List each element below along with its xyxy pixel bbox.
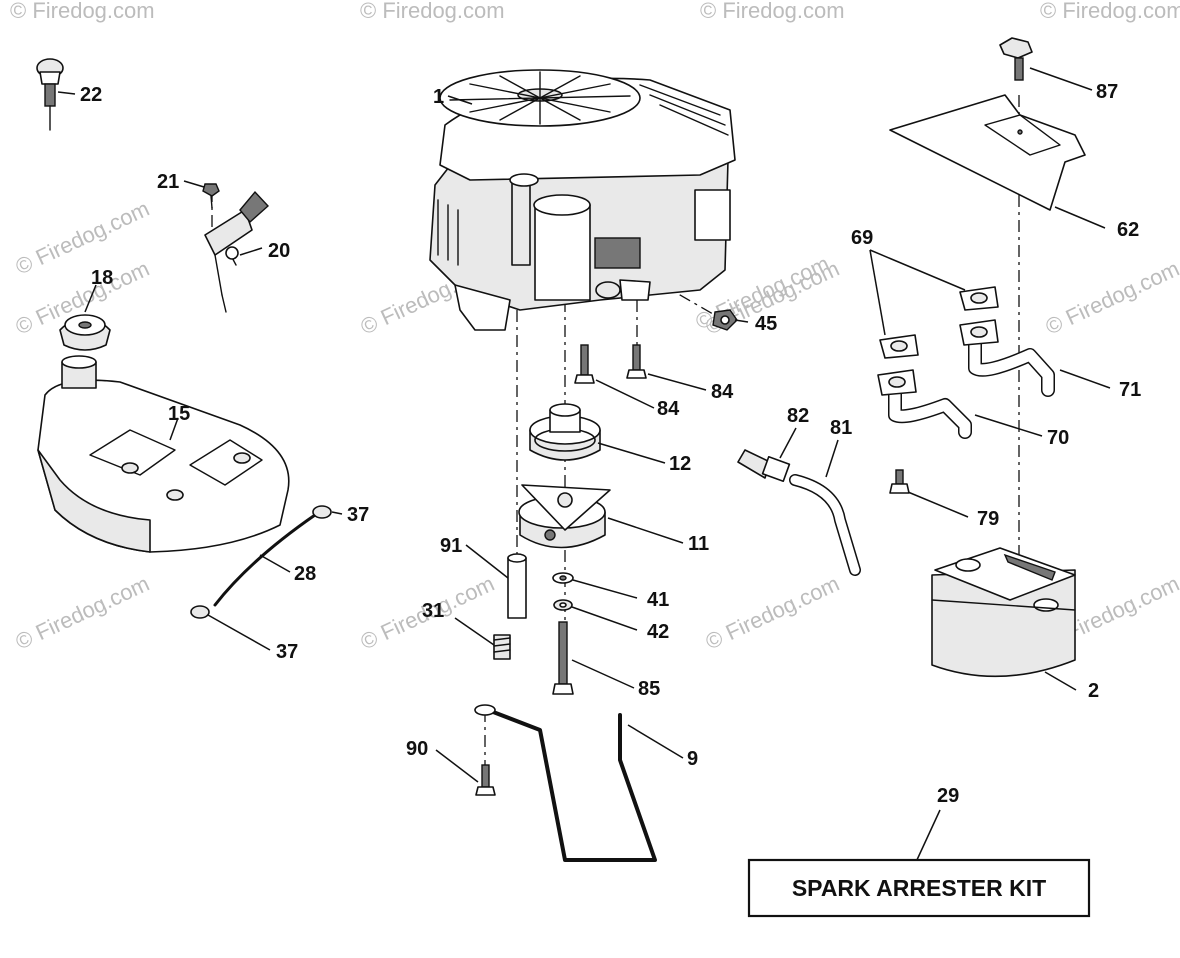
- callout-91: 91: [440, 535, 462, 557]
- part-71-exhaust-pipe: [959, 319, 1055, 397]
- callout-20: 20: [268, 240, 290, 262]
- part-31-spring: [493, 634, 511, 660]
- watermark: © Firedog.com: [700, 0, 845, 23]
- callout-62: 62: [1117, 219, 1139, 241]
- callout-21: 21: [157, 171, 179, 193]
- callout-29: 29: [937, 785, 959, 807]
- part-69-gasket-right: [959, 286, 999, 311]
- part-85-bolt: [552, 621, 574, 695]
- part-22-knob: [36, 58, 64, 131]
- watermark: © Firedog.com: [1040, 0, 1180, 23]
- part-1-engine: [429, 69, 736, 331]
- part-70-exhaust-pipe: [877, 369, 972, 439]
- callout-87: 87: [1096, 81, 1118, 103]
- part-37-clamp-lower: [190, 605, 210, 619]
- callout-82: 82: [787, 405, 809, 427]
- watermark: © Firedog.com: [10, 0, 155, 23]
- callout-37-lower: 37: [276, 641, 298, 663]
- callout-labels: 1 2 9 11 12 15 18 20 21 22 28 29 31 37 3…: [80, 81, 1141, 807]
- callout-84-right: 84: [711, 381, 734, 403]
- part-37-clamp-upper: [312, 505, 332, 519]
- callout-1: 1: [433, 86, 444, 108]
- callout-85: 85: [638, 678, 660, 700]
- part-45-fitting: [712, 309, 738, 331]
- part-90-bolt: [475, 764, 496, 796]
- leader-lines: [57, 67, 1111, 876]
- part-41-washer: [552, 572, 574, 584]
- callout-22: 22: [80, 84, 102, 106]
- callout-45: 45: [755, 313, 777, 335]
- callout-69: 69: [851, 227, 873, 249]
- part-20-throttle-control: [204, 190, 269, 313]
- part-28-fuel-hose: [213, 513, 317, 607]
- callout-79: 79: [977, 508, 999, 530]
- part-21-screw: [202, 183, 220, 209]
- part-9-rod: [474, 704, 657, 862]
- part-11-clutch: [518, 484, 611, 549]
- watermark: © Firedog.com: [1042, 256, 1180, 340]
- callout-18: 18: [91, 267, 113, 289]
- callout-31: 31: [422, 600, 444, 622]
- part-91-spacer: [507, 553, 527, 619]
- part-15-fuel-tank: [37, 355, 290, 553]
- part-12-pulley: [529, 403, 601, 461]
- part-69-gasket-left: [879, 334, 919, 359]
- callout-12: 12: [669, 453, 691, 475]
- spark-arrester-kit: SPARK ARRESTER KIT: [747, 858, 1091, 918]
- part-82-fitting: [737, 449, 791, 483]
- part-18-fuel-cap: [59, 314, 111, 351]
- kit-label-box: [747, 858, 1091, 918]
- part-84-bolt-left: [574, 344, 595, 384]
- part-84-bolt-right: [626, 344, 647, 379]
- kit-label: SPARK ARRESTER KIT: [792, 875, 1046, 901]
- callout-28: 28: [294, 563, 316, 585]
- part-79-bolt: [889, 469, 910, 494]
- callout-41: 41: [647, 589, 669, 611]
- callout-70: 70: [1047, 427, 1069, 449]
- callout-11: 11: [688, 533, 709, 555]
- watermark: © Firedog.com: [360, 0, 505, 23]
- part-62-heat-shield: [889, 94, 1086, 211]
- watermark: © Firedog.com: [702, 571, 844, 655]
- callout-71: 71: [1119, 379, 1141, 401]
- callout-84-left: 84: [657, 398, 680, 420]
- callout-2: 2: [1088, 680, 1099, 702]
- part-2-muffler: [931, 547, 1076, 678]
- callout-9: 9: [687, 748, 698, 770]
- callout-37-upper: 37: [347, 504, 369, 526]
- watermark: © Firedog.com: [12, 571, 154, 655]
- part-81-hose: [789, 474, 861, 576]
- callout-81: 81: [830, 417, 852, 439]
- callout-15: 15: [168, 403, 190, 425]
- part-87-screw: [999, 37, 1033, 81]
- part-42-lock-washer: [553, 599, 573, 611]
- callout-42: 42: [647, 621, 669, 643]
- callout-90: 90: [406, 738, 428, 760]
